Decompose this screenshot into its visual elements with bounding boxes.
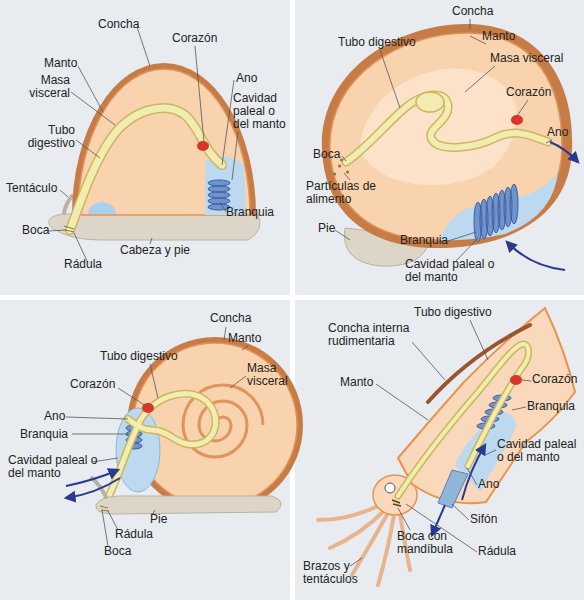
part-label: Tubo digestivo: [414, 306, 492, 319]
part-label: Manto: [228, 332, 261, 345]
part-label: Rádula: [115, 528, 153, 541]
part-label: Boca: [104, 545, 131, 558]
mantle: [398, 308, 575, 503]
water-flow-arrow: [462, 445, 485, 500]
leader-line: [66, 327, 248, 546]
part-label: Cavidad paleal o del manto: [405, 258, 505, 284]
gut-outline: [104, 394, 216, 506]
part-label: Brazos y tentáculos: [303, 560, 373, 586]
radula: [100, 506, 109, 511]
radula: [64, 226, 74, 232]
heart: [510, 375, 522, 385]
gut-outline: [346, 95, 548, 162]
eye: [385, 483, 395, 493]
part-label: Branquia: [527, 400, 575, 413]
foot: [96, 496, 281, 514]
part-label: Boca: [313, 148, 340, 161]
panel: [0, 0, 290, 295]
part-label: Sifón: [470, 513, 497, 526]
water-flow-arrow: [507, 242, 565, 270]
part-label: Branquia: [400, 234, 448, 247]
part-label: Concha: [98, 18, 139, 31]
gill: [474, 184, 518, 242]
gut: [104, 394, 216, 506]
part-label: Tubo digestivo: [20, 124, 75, 150]
shell: [322, 24, 572, 248]
part-label: Tubo digestivo: [338, 36, 416, 49]
part-label: Tubo digestivo: [100, 350, 178, 363]
panel: [295, 0, 584, 295]
part-label: Pie: [318, 222, 335, 235]
part-label: Cabeza y pie: [120, 244, 190, 257]
part-label: Manto: [44, 57, 77, 70]
part-label: Ano: [236, 72, 257, 85]
water-flow-arrow: [550, 142, 578, 162]
part-label: Ano: [44, 410, 65, 423]
part-label: Boca con mandíbula: [397, 530, 467, 556]
part-label: Manto: [340, 376, 373, 389]
part-label: Branquia: [20, 428, 68, 441]
heart: [197, 141, 209, 151]
part-label: Rádula: [478, 545, 516, 558]
water-flow-arrow: [66, 478, 120, 498]
part-label: Masa visceral: [247, 362, 292, 388]
part-label: Manto: [482, 30, 515, 43]
mandible: [392, 500, 401, 506]
stomach: [416, 92, 444, 112]
part-label: Partículas de alimento: [306, 180, 391, 206]
part-label: Concha interna rudimentaria: [328, 322, 423, 348]
part-label: Concha: [452, 5, 493, 18]
part-label: Ano: [478, 478, 499, 491]
part-label: Masa visceral: [20, 74, 70, 100]
part-label: Corazón: [532, 373, 577, 386]
part-label: Concha: [210, 312, 251, 325]
gut: [346, 95, 548, 162]
part-label: Cavidad paleal o del manto: [8, 454, 103, 480]
water-flow-arrow: [66, 470, 118, 486]
shell: [72, 63, 256, 215]
part-label: Masa visceral: [490, 52, 563, 65]
sense-organ: [88, 202, 116, 214]
part-label: Ano: [547, 126, 568, 139]
part-label: Corazón: [172, 32, 217, 45]
part-label: Cavidad paleal o del manto: [233, 92, 290, 131]
part-label: Corazón: [506, 86, 551, 99]
part-label: Rádula: [64, 258, 102, 271]
part-label: Corazón: [70, 378, 115, 391]
panel: [295, 300, 584, 600]
part-label: Boca: [22, 224, 49, 237]
part-label: Pie: [150, 513, 167, 526]
gut: [70, 108, 222, 230]
siphon: [438, 470, 468, 508]
heart: [511, 115, 523, 125]
part-label: Cavidad paleal o del manto: [497, 438, 583, 464]
part-label: Tentáculo: [6, 182, 57, 195]
tentacle: [64, 196, 72, 213]
part-label: Branquia: [226, 206, 274, 219]
gut-outline: [70, 108, 222, 230]
